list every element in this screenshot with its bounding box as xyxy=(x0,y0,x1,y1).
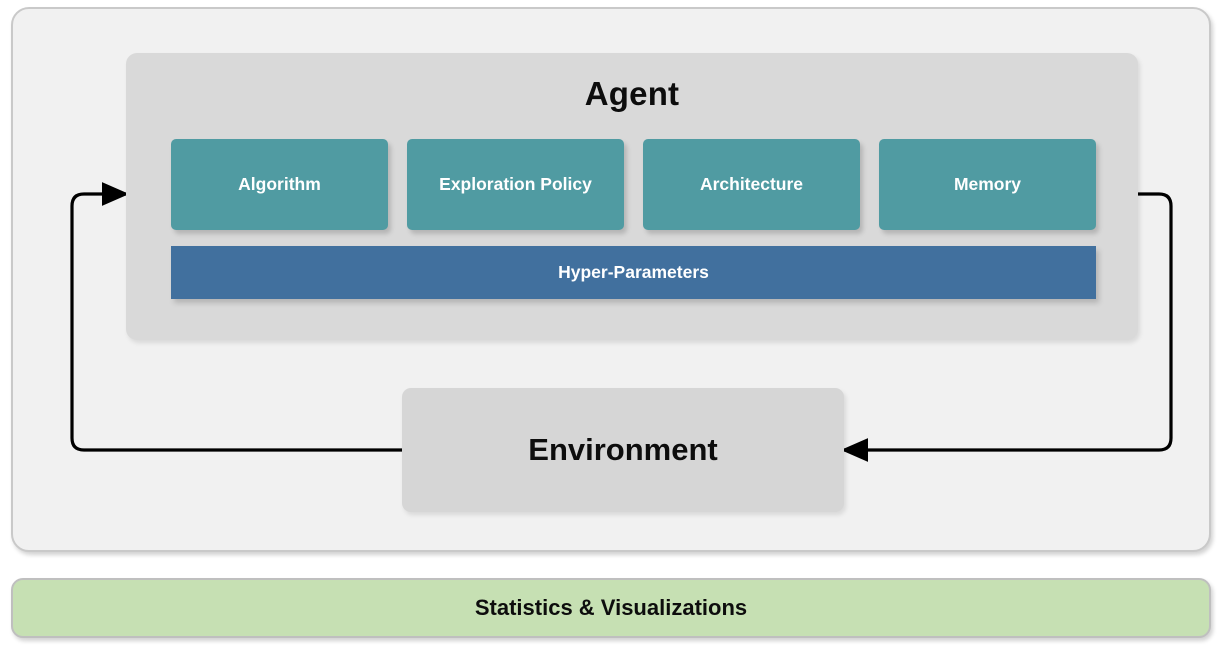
component-algorithm[interactable]: Algorithm xyxy=(171,139,388,230)
statistics-visualizations-bar[interactable]: Statistics & Visualizations xyxy=(11,578,1211,638)
agent-component-row: Algorithm Exploration Policy Architectur… xyxy=(171,139,1096,230)
component-architecture[interactable]: Architecture xyxy=(643,139,860,230)
rl-loop-panel: Agent Algorithm Exploration Policy Archi… xyxy=(11,7,1211,552)
hyper-parameters-bar[interactable]: Hyper-Parameters xyxy=(171,246,1096,299)
component-memory[interactable]: Memory xyxy=(879,139,1096,230)
agent-container: Agent Algorithm Exploration Policy Archi… xyxy=(126,53,1138,340)
agent-title: Agent xyxy=(584,75,680,112)
environment-box[interactable]: Environment xyxy=(402,388,844,512)
component-exploration-policy[interactable]: Exploration Policy xyxy=(407,139,624,230)
